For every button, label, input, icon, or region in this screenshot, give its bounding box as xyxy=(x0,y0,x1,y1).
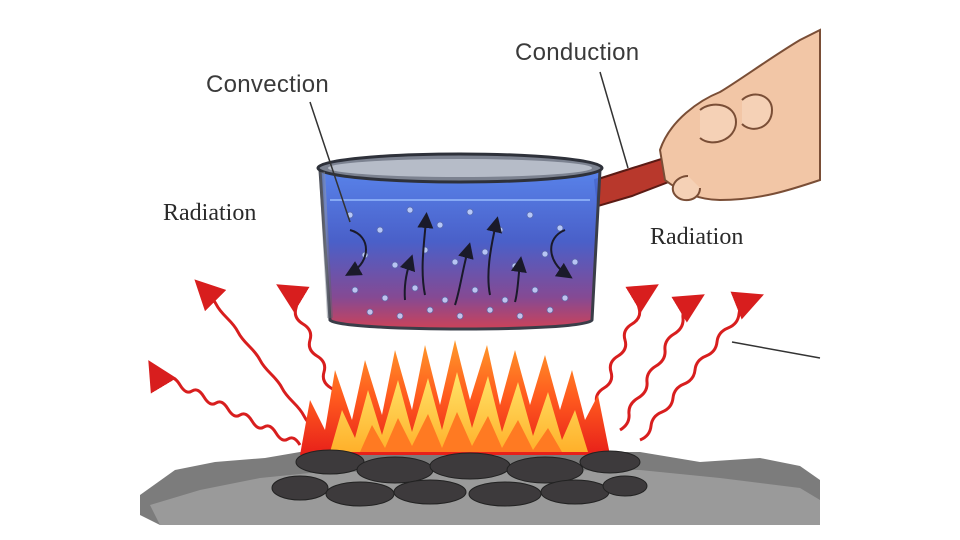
convection-arrow xyxy=(486,216,502,296)
radiation-right-leader xyxy=(731,341,821,359)
convection-arrow xyxy=(345,229,367,276)
hand xyxy=(658,28,821,202)
radiation-label-left: Radiation xyxy=(163,200,256,226)
radiation-wave xyxy=(194,279,317,432)
coals xyxy=(271,449,648,507)
conduction-label: Conduction xyxy=(515,39,639,66)
radiation-waves-right xyxy=(589,284,764,442)
convection-arrow xyxy=(417,212,434,296)
pot xyxy=(316,152,604,331)
convection-arrow xyxy=(454,242,474,306)
convection-label: Convection xyxy=(206,71,329,98)
radiation-wave xyxy=(148,360,302,446)
leader-lines xyxy=(309,71,821,359)
fire xyxy=(300,340,610,455)
radiation-label-right: Radiation xyxy=(650,224,743,250)
convection-arrow xyxy=(399,254,416,301)
convection-arrows xyxy=(345,212,573,306)
radiation-wave xyxy=(639,291,764,442)
conduction-leader xyxy=(599,71,629,169)
radiation-wave xyxy=(619,294,705,432)
convection-arrow xyxy=(510,256,527,303)
convection-arrow xyxy=(550,229,573,279)
convection-leader xyxy=(309,101,351,223)
water-bubbles xyxy=(346,206,579,320)
